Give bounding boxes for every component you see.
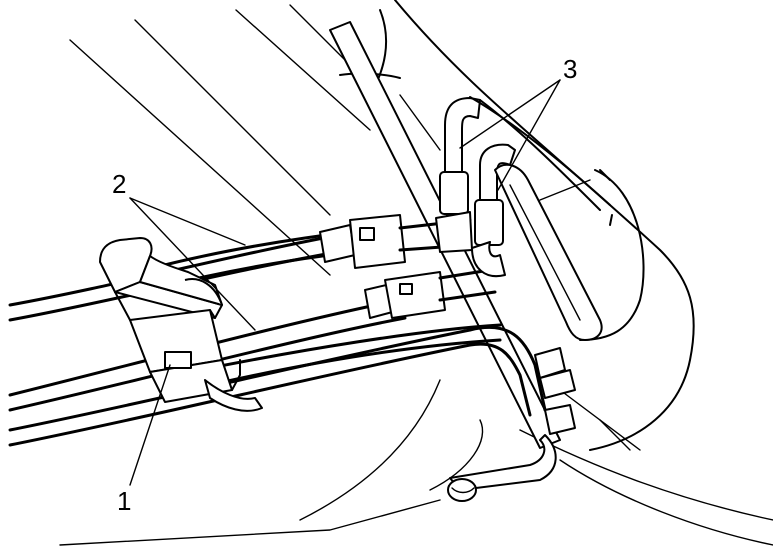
hose-connectors [319,214,497,319]
callout-1: 1 [117,486,131,516]
heater-core-pipes [435,96,611,341]
clamp-tab-icon [164,351,192,369]
leader-lines [129,79,561,486]
bolt-icon [447,478,477,502]
callout-2: 2 [112,169,126,199]
pipe-clips [534,347,576,435]
callout-3: 3 [563,54,577,84]
hose-clamp [99,237,263,412]
